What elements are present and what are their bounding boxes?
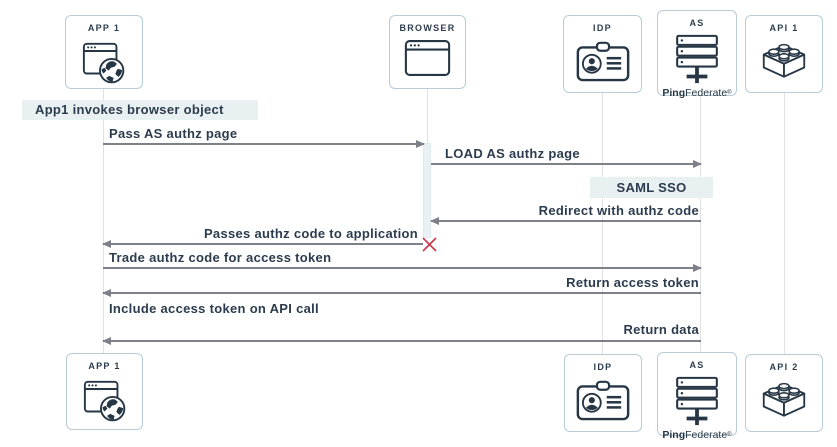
message-arrow-left <box>430 216 701 225</box>
actor-label: IDP <box>593 362 613 372</box>
actor-box-api1-top: API 1 <box>745 15 823 93</box>
message-arrow-right <box>103 139 425 148</box>
actor-box-app1-bottom: APP 1 <box>66 353 143 430</box>
arrow-line <box>103 243 423 245</box>
arrowhead-right-icon <box>693 263 702 272</box>
lifeline-app1 <box>103 89 104 353</box>
actor-label: AS <box>689 360 705 370</box>
message-label: Return access token <box>566 275 699 290</box>
actor-label: IDP <box>593 23 612 33</box>
wordmark-rest: Federate <box>685 87 728 99</box>
lego-brick-icon <box>758 39 810 85</box>
pingfederate-wordmark: PingFederate® <box>662 88 731 99</box>
browser-window-icon <box>404 39 451 77</box>
actor-box-as-bottom: AS PingFederate® <box>657 352 737 441</box>
arrowhead-right-icon <box>693 159 702 168</box>
arrowhead-left-icon <box>102 288 111 297</box>
actor-label: API 1 <box>769 23 799 33</box>
arrowhead-right-icon <box>416 139 425 148</box>
wordmark-bold: Ping <box>662 429 686 441</box>
destroy-x-icon <box>421 236 438 253</box>
message-arrow-left <box>102 288 701 297</box>
actor-label: API 2 <box>769 362 799 372</box>
actor-label: BROWSER <box>399 23 456 33</box>
actor-box-idp-top: IDP <box>563 15 642 93</box>
lego-brick-icon <box>758 378 810 424</box>
note-app1-invokes: App1 invokes browser object <box>22 100 258 120</box>
arrow-line <box>103 292 701 294</box>
message-label: Pass AS authz page <box>109 126 238 141</box>
lifeline-idp <box>602 93 603 354</box>
message-arrow-left <box>102 336 701 345</box>
arrowhead-left-icon <box>102 239 111 248</box>
message-arrow-left <box>102 239 423 248</box>
arrow-line <box>103 143 424 145</box>
note-saml-sso: SAML SSO <box>590 177 713 198</box>
actor-box-idp-bottom: IDP <box>564 354 642 432</box>
arrowhead-left-icon <box>430 216 439 225</box>
arrowhead-left-icon <box>102 336 111 345</box>
message-arrow-right <box>103 263 702 272</box>
lifeline-api <box>784 93 785 354</box>
message-label: Trade authz code for access token <box>109 250 332 265</box>
wordmark-bold: Ping <box>662 87 686 99</box>
message-label: Return data <box>623 322 699 337</box>
app-window-globe-icon <box>82 377 128 423</box>
actor-box-as-top: AS PingFederate® <box>657 10 737 99</box>
actor-box-api2-bottom: API 2 <box>745 354 823 432</box>
actor-label: APP 1 <box>87 23 121 33</box>
id-card-icon <box>576 378 630 421</box>
arrow-line <box>431 163 701 165</box>
wordmark-rest: Federate <box>685 429 728 441</box>
id-card-icon <box>576 39 630 82</box>
actor-label: AS <box>689 18 705 28</box>
message-arrow-right <box>431 159 702 168</box>
wordmark-trademark: ® <box>727 432 732 438</box>
arrow-line <box>103 340 701 342</box>
actor-label: APP 1 <box>88 361 121 371</box>
server-icon <box>672 34 722 85</box>
message-label: LOAD AS authz page <box>445 146 580 161</box>
pingfederate-wordmark: PingFederate® <box>662 430 731 441</box>
actor-box-app1-top: APP 1 <box>65 15 143 89</box>
server-icon <box>672 376 722 427</box>
arrow-line <box>103 267 701 269</box>
wordmark-trademark: ® <box>727 90 732 96</box>
message-label: Include access token on API call <box>109 301 319 316</box>
browser-activation-bar <box>423 143 431 238</box>
arrow-line <box>431 220 701 222</box>
app-window-globe-icon <box>81 39 127 85</box>
message-label: Passes authz code to application <box>203 226 418 241</box>
lifeline-as <box>700 96 701 352</box>
actor-box-browser-top: BROWSER <box>389 15 466 89</box>
message-label: Redirect with authz code <box>538 203 699 218</box>
